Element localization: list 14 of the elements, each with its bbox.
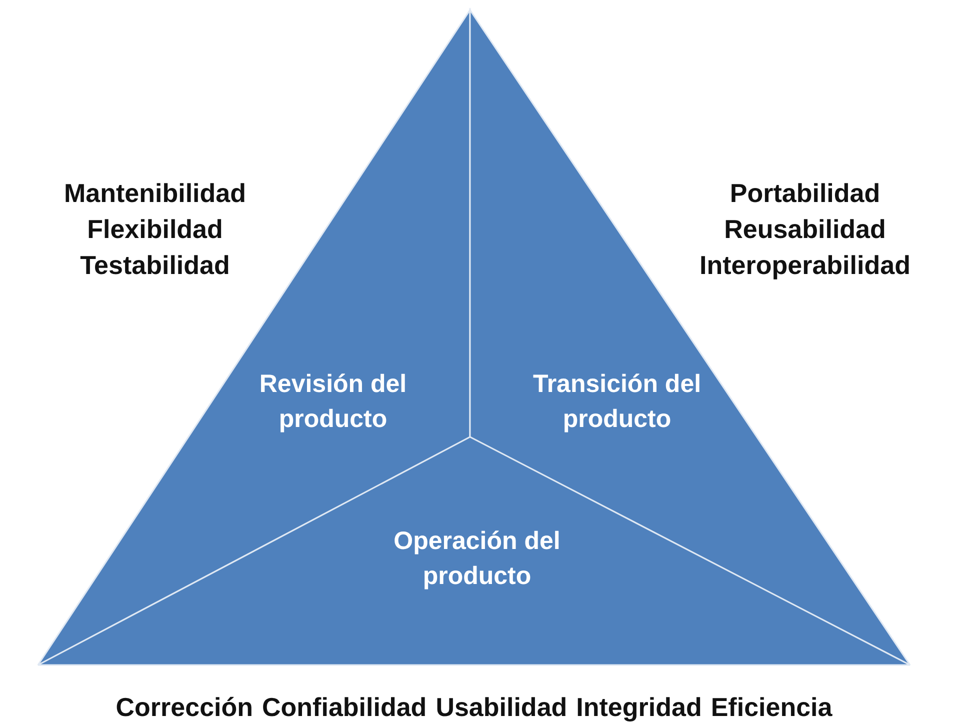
quality-factor-label: Portabilidad: [730, 177, 880, 210]
section-label: Operación del producto: [392, 526, 562, 592]
quality-factor-label: Confiabilidad: [262, 691, 427, 724]
quality-factor-label: Interoperabilidad: [700, 249, 910, 282]
quality-factor-label: Corrección: [116, 691, 254, 724]
quality-factor-label: Reusabilidad: [724, 213, 886, 246]
quality-factor-label: Flexibildad: [87, 213, 223, 246]
quality-factor-label: Mantenibilidad: [64, 177, 246, 210]
section-label: Transición del producto: [532, 369, 702, 435]
quality-factor-label: Testabilidad: [80, 249, 230, 282]
quality-factor-label: Eficiencia: [710, 691, 832, 724]
quality-factor-label: Integridad: [576, 691, 702, 724]
section-label: Revisión del producto: [258, 369, 408, 435]
quality-factor-label: Usabilidad: [436, 691, 568, 724]
